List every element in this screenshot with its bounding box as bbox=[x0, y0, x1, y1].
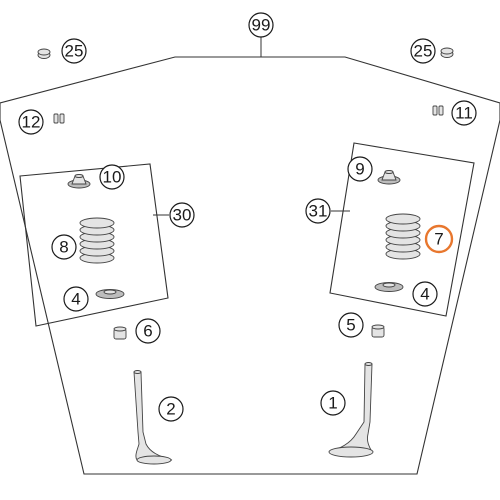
svg-text:5: 5 bbox=[346, 316, 355, 335]
callout-cotter-right[interactable]: 11 bbox=[451, 100, 477, 126]
stem-seal-right bbox=[371, 324, 385, 338]
callout-seat-right[interactable]: 4 bbox=[412, 281, 438, 307]
valve-spring-right bbox=[385, 213, 421, 260]
svg-text:11: 11 bbox=[455, 104, 473, 123]
callout-keeper-right[interactable]: 25 bbox=[410, 38, 436, 64]
callout-keeper-left[interactable]: 25 bbox=[61, 38, 87, 64]
valve-spring-left bbox=[79, 217, 115, 264]
svg-text:4: 4 bbox=[71, 290, 80, 309]
svg-text:1: 1 bbox=[328, 394, 337, 413]
callout-retainer-right[interactable]: 9 bbox=[347, 156, 373, 182]
callout-valve-left[interactable]: 2 bbox=[158, 396, 184, 422]
callout-retainer-left[interactable]: 10 bbox=[99, 164, 125, 190]
kit-box-right bbox=[329, 142, 475, 317]
svg-text:25: 25 bbox=[414, 42, 433, 61]
callout-seal-left[interactable]: 6 bbox=[135, 318, 161, 344]
stem-seal-left bbox=[113, 326, 127, 340]
callout-seat-left[interactable]: 4 bbox=[63, 286, 89, 312]
cotter-right bbox=[432, 105, 444, 116]
svg-text:9: 9 bbox=[355, 160, 364, 179]
svg-text:6: 6 bbox=[143, 322, 152, 341]
svg-text:99: 99 bbox=[252, 16, 271, 35]
svg-text:30: 30 bbox=[173, 206, 192, 225]
callout-cotter-left[interactable]: 12 bbox=[18, 109, 44, 135]
valve-keeper-right bbox=[440, 47, 454, 58]
svg-text:31: 31 bbox=[309, 202, 328, 221]
frame-outline bbox=[0, 56, 500, 475]
svg-text:12: 12 bbox=[22, 113, 41, 132]
valve-left bbox=[133, 370, 173, 465]
callout-seal-right[interactable]: 5 bbox=[338, 312, 364, 338]
callout-spring-left[interactable]: 8 bbox=[51, 234, 77, 260]
svg-text:8: 8 bbox=[59, 238, 68, 257]
callout-kit-left[interactable]: 30 bbox=[169, 202, 195, 228]
spring-seat-right bbox=[374, 282, 404, 292]
svg-text:4: 4 bbox=[420, 285, 429, 304]
callout-spring-right[interactable]: 7 bbox=[424, 224, 454, 254]
spring-seat-left bbox=[95, 289, 125, 299]
spring-retainer-left bbox=[67, 174, 91, 189]
callout-kit-right[interactable]: 31 bbox=[305, 198, 331, 224]
callout-valve-right[interactable]: 1 bbox=[320, 390, 346, 416]
spring-retainer-right bbox=[377, 170, 401, 185]
valve-keeper-left bbox=[37, 48, 51, 59]
cotter-left bbox=[53, 113, 65, 124]
svg-text:7: 7 bbox=[434, 230, 443, 249]
valve-right bbox=[328, 362, 374, 458]
callout-frame[interactable]: 99 bbox=[248, 12, 274, 38]
svg-text:10: 10 bbox=[103, 168, 122, 187]
svg-text:2: 2 bbox=[166, 400, 175, 419]
svg-text:25: 25 bbox=[65, 42, 84, 61]
